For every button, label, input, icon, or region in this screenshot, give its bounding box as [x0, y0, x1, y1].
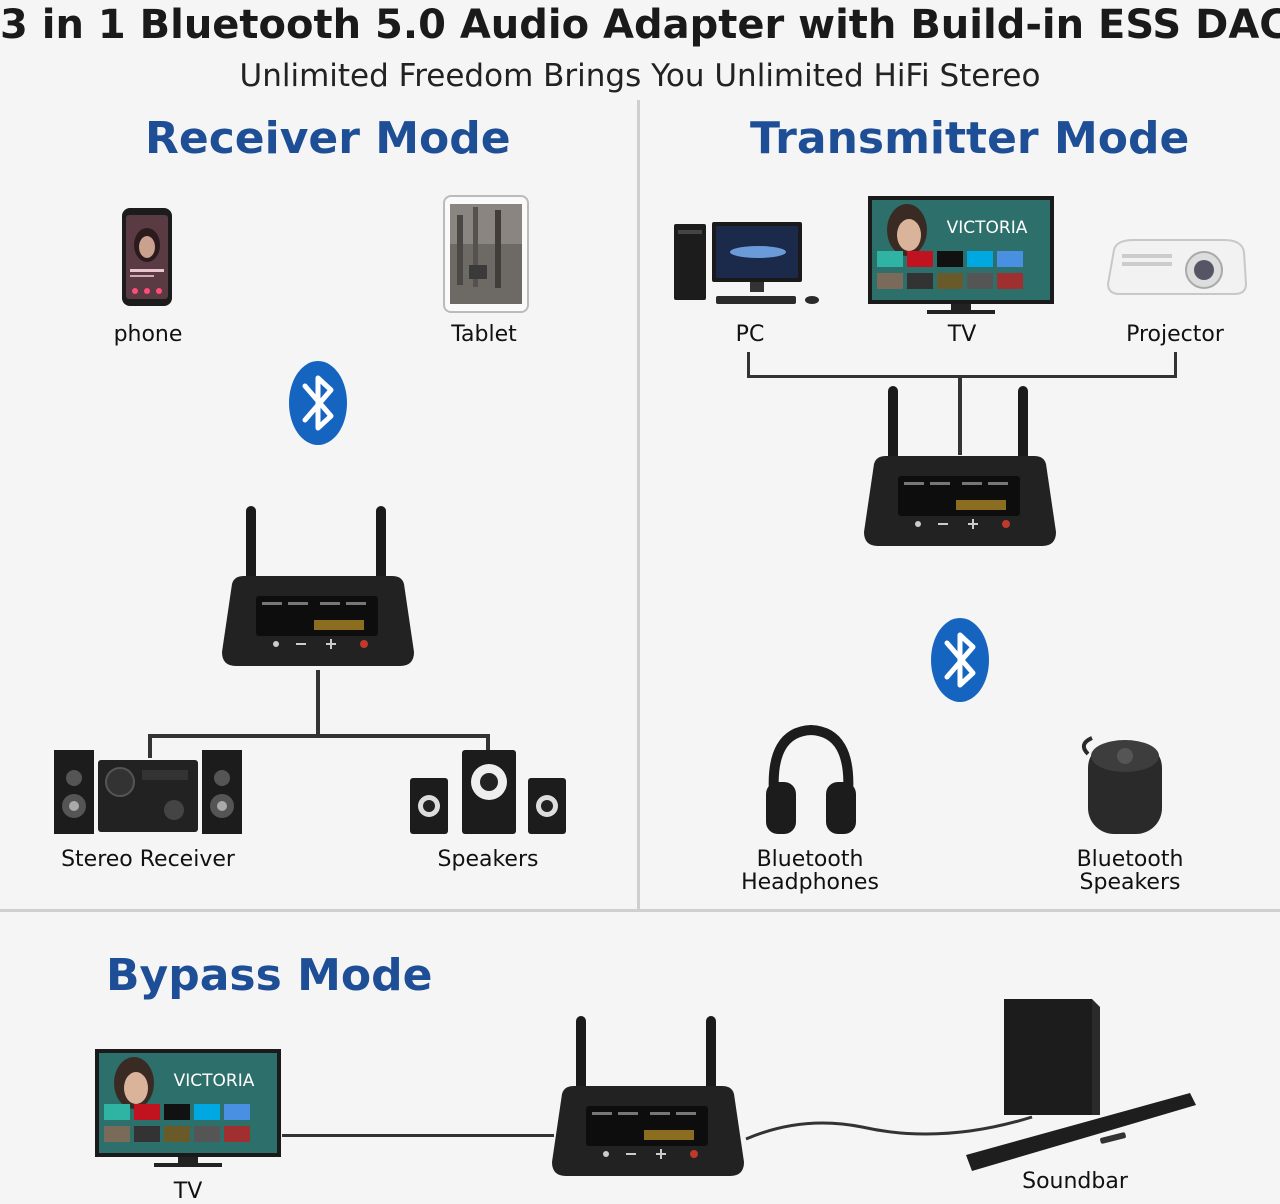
page-subtitle: Unlimited Freedom Brings You Unlimited H… [239, 58, 1041, 94]
tv-screen-text: VICTORIA [174, 1071, 255, 1091]
bluetooth-headphones-label: Bluetooth Headphones [730, 848, 890, 894]
tv-label: TV [947, 322, 977, 347]
pc-icon [672, 220, 824, 308]
soundbar-icon [960, 995, 1200, 1175]
connector-line [958, 375, 962, 455]
headphones-icon [764, 724, 858, 836]
bluetooth-icon [288, 360, 348, 446]
speakers-icon [408, 748, 568, 836]
audio-adapter-device [546, 1012, 750, 1182]
projector-icon [1104, 232, 1250, 302]
cable-line [742, 1105, 1042, 1155]
connector-line [486, 734, 490, 752]
bluetooth-speaker-icon [1078, 734, 1172, 836]
tablet-icon [443, 195, 529, 313]
audio-adapter-device [858, 382, 1062, 552]
audio-adapter-device [216, 502, 420, 672]
tv-screen-text: VICTORIA [947, 218, 1028, 238]
connector-line [1174, 352, 1177, 378]
projector-label: Projector [1126, 322, 1224, 347]
pc-label: PC [735, 322, 765, 347]
phone-icon [120, 207, 174, 307]
transmitter-mode-heading: Transmitter Mode [750, 113, 1190, 164]
connector-line [747, 375, 1177, 378]
horizontal-divider [0, 909, 1280, 912]
vertical-divider [637, 100, 640, 910]
cable-line [282, 1134, 554, 1137]
stereo-receiver-icon [52, 748, 244, 836]
bluetooth-speakers-label: Bluetooth Speakers [1060, 848, 1200, 894]
bypass-tv-label: TV [173, 1179, 203, 1204]
stereo-receiver-label: Stereo Receiver [61, 847, 235, 872]
bluetooth-headphones-text: Bluetooth Headphones [741, 847, 879, 895]
phone-label: phone [113, 322, 183, 347]
soundbar-label: Soundbar [1022, 1169, 1128, 1194]
tv-icon: VICTORIA [94, 1048, 282, 1168]
bypass-mode-heading: Bypass Mode [106, 950, 433, 1001]
tablet-label: Tablet [451, 322, 517, 347]
tv-icon: VICTORIA [867, 195, 1055, 315]
connector-line [316, 670, 320, 736]
connector-line [747, 352, 750, 378]
bluetooth-speakers-text: Bluetooth Speakers [1076, 847, 1184, 895]
bluetooth-icon [930, 617, 990, 703]
speakers-label: Speakers [437, 847, 539, 872]
receiver-mode-heading: Receiver Mode [145, 113, 511, 164]
page-title: 3 in 1 Bluetooth 5.0 Audio Adapter with … [0, 2, 1280, 48]
connector-line [148, 734, 152, 758]
connector-line [148, 734, 490, 738]
